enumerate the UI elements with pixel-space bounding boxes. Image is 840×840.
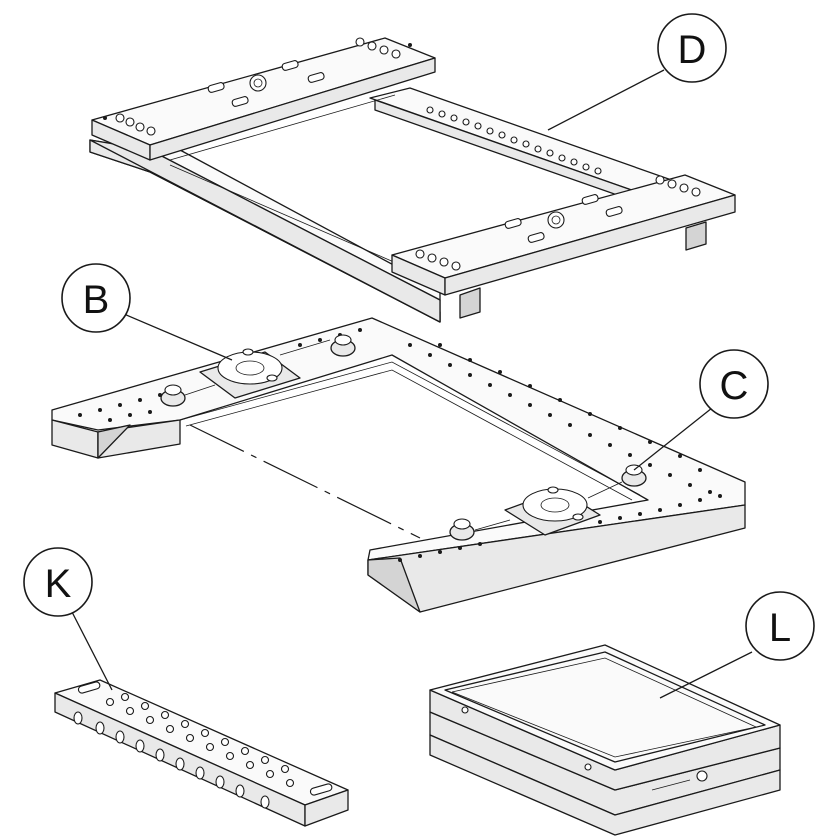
frame-assembly-d xyxy=(89,37,736,323)
callout-l: L xyxy=(745,591,815,661)
clamp-module-c xyxy=(449,464,647,541)
center-line xyxy=(189,424,421,539)
callout-d: D xyxy=(657,13,727,83)
callout-c-label: C xyxy=(720,364,749,408)
tray-stack-l xyxy=(429,644,781,836)
leader-lines xyxy=(71,69,753,699)
callout-b-label: B xyxy=(83,278,110,322)
leader-d xyxy=(547,69,665,131)
frame-end-plate-left xyxy=(91,37,436,161)
frame-end-plate-right xyxy=(391,174,736,296)
callout-c: C xyxy=(699,349,769,419)
clamp-module-b xyxy=(160,334,356,407)
tray-logo xyxy=(651,770,708,791)
callout-b: B xyxy=(61,263,131,333)
frame-hole-row xyxy=(426,106,602,175)
clamping-bar-k xyxy=(54,679,349,827)
u-plate-assembly xyxy=(51,317,746,613)
leader-b xyxy=(123,313,233,361)
callout-k: K xyxy=(23,547,93,617)
leader-k xyxy=(71,611,113,691)
leader-l xyxy=(659,651,753,699)
u-plate-hole-grid xyxy=(78,328,722,562)
callout-l-label: L xyxy=(769,606,791,650)
callout-k-label: K xyxy=(45,562,72,606)
bar-hole-row-top xyxy=(105,692,295,788)
leader-c xyxy=(633,407,713,471)
callout-d-label: D xyxy=(678,28,707,72)
bar-hole-row-side xyxy=(73,711,270,809)
